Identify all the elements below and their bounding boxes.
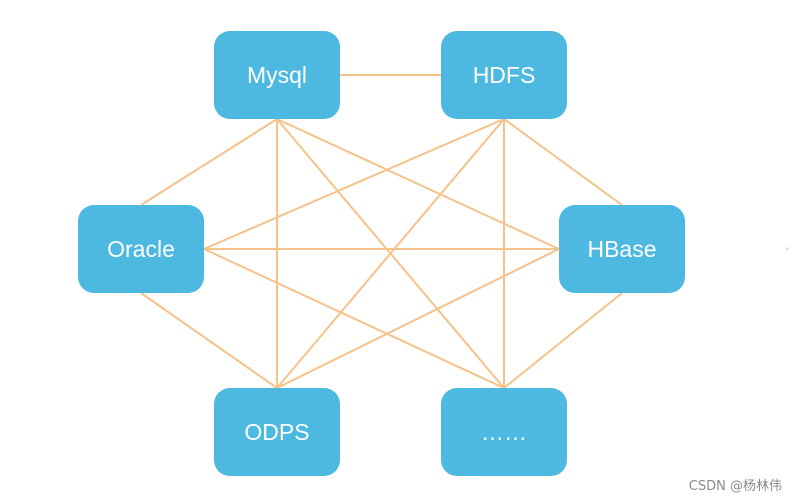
node-hdfs: HDFS — [441, 31, 567, 119]
edge-marker: ⌄ — [782, 240, 792, 253]
edge-mysql-oracle — [140, 118, 278, 206]
edge-mysql-hbase — [276, 118, 560, 250]
node-more: …… — [441, 388, 567, 476]
node-mysql: Mysql — [214, 31, 340, 119]
edge-hbase-odps — [276, 248, 560, 389]
watermark: CSDN @杨林伟 — [688, 479, 782, 494]
node-hbase: HBase — [559, 205, 685, 293]
node-oracle: Oracle — [78, 205, 204, 293]
edge-hdfs-oracle — [203, 118, 505, 250]
edge-oracle-odps — [140, 292, 278, 389]
edge-layer — [140, 74, 623, 389]
edge-hdfs-hbase — [503, 118, 623, 206]
edge-hbase-more — [503, 292, 623, 389]
node-odps: ODPS — [214, 388, 340, 476]
edge-hdfs-odps — [276, 118, 505, 389]
edge-oracle-more — [203, 248, 505, 389]
